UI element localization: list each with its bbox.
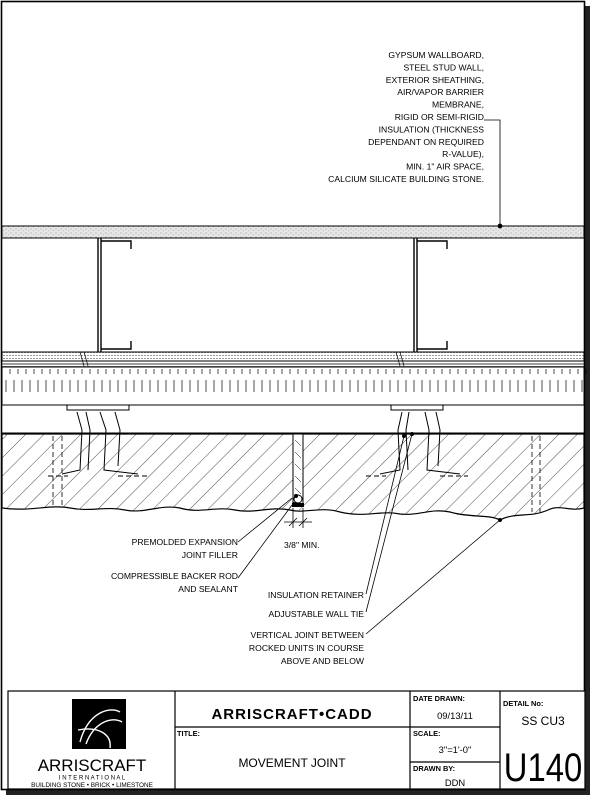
callout-wall-assembly-line: R-VALUE), <box>442 149 484 159</box>
callout-wall-assembly-line: STEEL STUD WALL, <box>403 62 484 72</box>
callout-wall-assembly-line: INSULATION (THICKNESS <box>379 124 485 134</box>
callout-insulation-retainer: INSULATION RETAINER <box>268 590 364 600</box>
callout-expansion-filler-line1: PREMOLDED EXPANSION <box>132 537 238 547</box>
detail-label: DETAIL No: <box>503 699 543 708</box>
title-label: TITLE: <box>177 729 200 738</box>
logo-name: ARRISCRAFT <box>38 756 147 775</box>
rigid-insulation <box>1 366 587 406</box>
callout-vertical-joint-line3: ABOVE AND BELOW <box>281 656 365 666</box>
detail-number: U140 <box>504 745 582 790</box>
dimension-label: 3/8" MIN. <box>284 540 320 550</box>
drawn-by-label: DRAWN BY: <box>413 764 455 773</box>
leader-lines <box>237 119 503 635</box>
exterior-sheathing <box>1 351 585 367</box>
callout-wall-assembly-line: CALCIUM SILICATE BUILDING STONE. <box>328 174 484 184</box>
callout-wall-assembly-line: AIR/VAPOR BARRIER <box>397 87 484 97</box>
steel-stud-left <box>97 238 132 352</box>
detail-code: SS CU3 <box>521 714 565 728</box>
callout-wall-assembly-line: MEMBRANE, <box>432 100 484 110</box>
callout-wall-assembly-line: GYPSUM WALLBOARD, <box>388 50 484 60</box>
callout-vertical-joint-line2: ROCKED UNITS IN COURSE <box>249 643 364 653</box>
callout-wall-assembly-line: RIGID OR SEMI-RIGID <box>395 112 484 122</box>
callout-wall-assembly-line: DEPENDANT ON REQUIRED <box>368 137 484 147</box>
callout-vertical-joint: VERTICAL JOINT BETWEEN ROCKED UNITS IN C… <box>249 630 365 666</box>
date-value: 09/13/11 <box>437 710 473 721</box>
callout-wall-assembly: GYPSUM WALLBOARD, STEEL STUD WALL, EXTERIO… <box>328 50 484 184</box>
joint-width-dimension <box>284 508 312 528</box>
steel-stud-right <box>413 238 448 352</box>
callout-backer-rod-line2: AND SEALANT <box>178 584 238 594</box>
title-block: ARRISCRAFT I N T E R N A T I O N A L BUI… <box>7 690 586 790</box>
calcium-silicate-stone <box>1 433 585 521</box>
gypsum-wallboard <box>1 225 585 239</box>
callout-backer-rod-line1: COMPRESSIBLE BACKER ROD <box>111 571 238 581</box>
logo-tagline: BUILDING STONE • BRICK • LIMESTONE <box>31 782 153 789</box>
arriscraft-logo: ARRISCRAFT I N T E R N A T I O N A L BUI… <box>31 699 153 789</box>
callout-expansion-filler: PREMOLDED EXPANSION JOINT FILLER <box>132 537 238 560</box>
drawn-by-value: DDN <box>445 777 465 788</box>
scale-label: SCALE: <box>413 729 441 738</box>
callout-expansion-filler-line2: JOINT FILLER <box>182 550 238 560</box>
scale-value: 3"=1'-0" <box>439 744 472 755</box>
callout-wall-assembly-line: EXTERIOR SHEATHING, <box>386 75 484 85</box>
logo-sub: I N T E R N A T I O N A L <box>59 776 126 782</box>
callout-wall-tie: ADJUSTABLE WALL TIE <box>268 609 364 619</box>
wall-section-detail <box>1 119 587 635</box>
callout-wall-assembly-line: MIN. 1" AIR SPACE, <box>406 162 484 172</box>
callout-backer-rod: COMPRESSIBLE BACKER ROD AND SEALANT <box>111 571 239 594</box>
date-label: DATE DRAWN: <box>413 694 465 703</box>
drawing-title: MOVEMENT JOINT <box>238 756 346 770</box>
product-name: ARRISCRAFT•CADD <box>211 706 372 723</box>
callout-vertical-joint-line1: VERTICAL JOINT BETWEEN <box>251 630 365 640</box>
